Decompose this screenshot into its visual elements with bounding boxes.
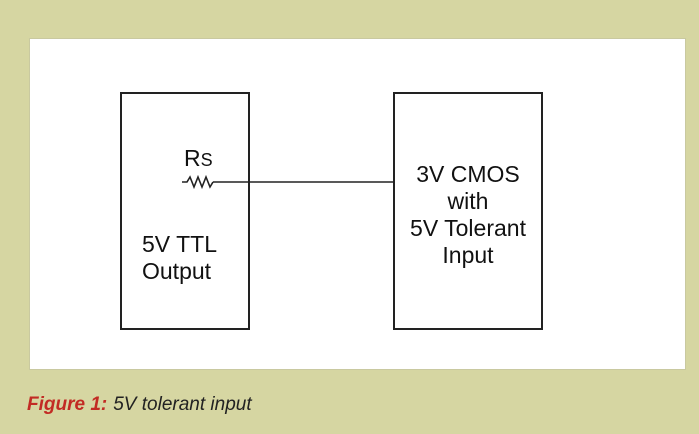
ttl-label-line1: 5V TTL bbox=[142, 231, 217, 257]
cmos-input-label: 3V CMOS with 5V Tolerant Input bbox=[393, 161, 543, 269]
cmos-label-line1: 3V CMOS bbox=[416, 161, 520, 187]
ttl-output-block bbox=[120, 92, 250, 330]
figure-number: Figure 1: bbox=[27, 394, 108, 415]
cmos-label-line2: with bbox=[447, 188, 489, 214]
ttl-label-line2: Output bbox=[142, 258, 212, 284]
caption-text: 5V tolerant input bbox=[113, 394, 252, 415]
cmos-input-block bbox=[393, 92, 543, 330]
resistor-subscript: S bbox=[200, 150, 213, 170]
figure-caption: Figure 1:5V tolerant input bbox=[27, 394, 252, 416]
ttl-output-label: 5V TTL Output bbox=[142, 231, 217, 285]
series-resistor bbox=[182, 174, 214, 190]
cmos-label-line4: Input bbox=[442, 242, 494, 268]
cmos-label-line3: 5V Tolerant bbox=[410, 215, 526, 241]
resistor-label: RS bbox=[184, 145, 213, 171]
